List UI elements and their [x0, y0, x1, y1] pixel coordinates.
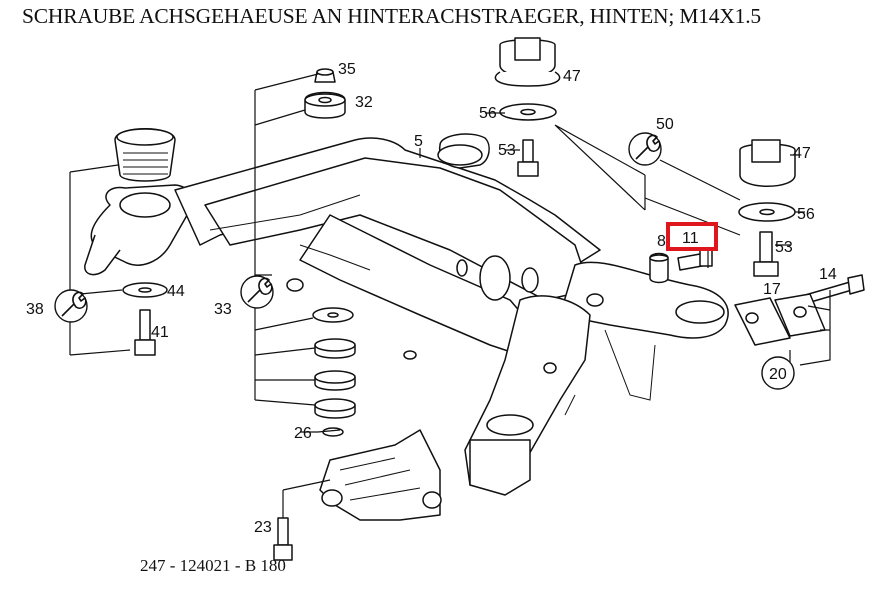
diagram-code: 247 - 124021 - B 180 — [140, 556, 286, 575]
label-part-35[interactable]: 35 — [338, 61, 356, 78]
label-part-26[interactable]: 26 — [294, 425, 312, 442]
label-part-47[interactable]: 47 — [563, 68, 581, 85]
label-part-44[interactable]: 44 — [167, 283, 185, 300]
left-bushing — [114, 128, 176, 182]
label-part-14[interactable]: 14 — [819, 266, 837, 283]
left-washer-bolt — [122, 282, 168, 356]
bushing-and-screw — [649, 249, 713, 284]
highlight-box — [666, 222, 718, 251]
label-part-11[interactable]: 11 — [682, 230, 699, 247]
label-part-56[interactable]: 56 — [479, 105, 497, 122]
label-part-53-right[interactable]: 53 — [775, 239, 793, 256]
label-part-38[interactable]: 38 — [26, 301, 44, 318]
label-part-23[interactable]: 23 — [254, 519, 272, 536]
label-part-32[interactable]: 32 — [355, 94, 373, 111]
label-part-8[interactable]: 8 — [657, 233, 666, 250]
label-part-50[interactable]: 50 — [656, 116, 674, 133]
wrench-icon — [628, 132, 662, 166]
label-part-5[interactable]: 5 — [414, 133, 423, 150]
washer-stack — [312, 307, 356, 437]
bracket-pair — [734, 293, 826, 346]
wrench-icon — [240, 275, 274, 309]
rear-axle-subframe — [84, 133, 729, 496]
label-part-20[interactable]: 20 — [769, 366, 787, 383]
part-20-circle — [761, 356, 795, 390]
right-lower-bushing — [738, 139, 796, 277]
right-upper-bushing — [494, 37, 561, 177]
wrench-icon — [54, 289, 88, 323]
label-part-33[interactable]: 33 — [214, 301, 232, 318]
label-part-53[interactable]: 53 — [498, 142, 516, 159]
upper-left-mount — [304, 68, 346, 119]
leader-lines — [69, 73, 831, 518]
label-part-41[interactable]: 41 — [151, 324, 169, 341]
label-part-17[interactable]: 17 — [763, 281, 781, 298]
label-part-47-right[interactable]: 47 — [793, 145, 811, 162]
axle-housing — [273, 429, 442, 561]
page-title: SCHRAUBE ACHSGEHAEUSE AN HINTERACHSTRAEG… — [22, 4, 761, 28]
label-part-56-right[interactable]: 56 — [797, 206, 815, 223]
